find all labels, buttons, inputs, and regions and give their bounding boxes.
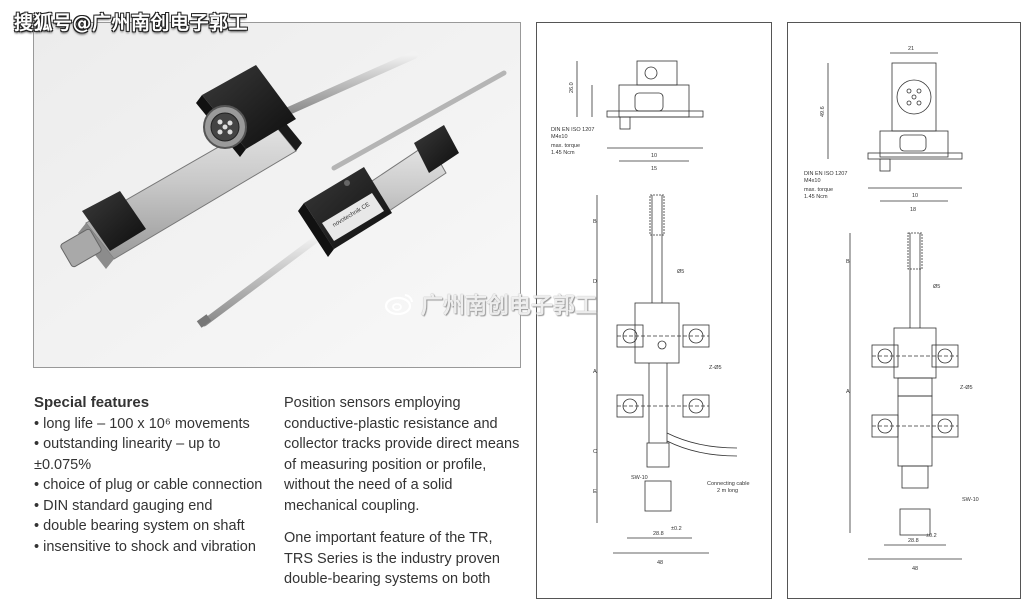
dim-d: D (593, 279, 597, 285)
features-list: long life – 100 x 10⁶ movements outstand… (34, 414, 279, 558)
torque-value: 1.45 Ncm (551, 150, 575, 156)
cable-length: 2 m long (717, 488, 738, 494)
feature-item: double bearing system on shaft (34, 516, 279, 537)
sensor-with-plug (60, 51, 418, 269)
dim-48: 48 (912, 566, 918, 572)
dim-18: 18 (910, 207, 916, 213)
feature-item: DIN standard gauging end (34, 496, 279, 517)
watermark-middle-text: 广州南创电子郭工 (421, 294, 598, 319)
dim-d5: Ø5 (933, 284, 940, 290)
cable-label: Connecting cable (707, 481, 750, 487)
dim-28: 28.8 (653, 531, 664, 537)
watermark-top: 搜狐号@广州南创电子郭工 (14, 12, 249, 34)
dim-a: A (593, 369, 597, 375)
drawing-plug-svg: 21 49.6 DIN EN ISO 1207 M4x10 max. torqu… (804, 46, 979, 572)
dim-28: 28.8 (908, 538, 919, 544)
dim-tol: ±0.2 (671, 526, 682, 532)
drawing-cable-svg: DIN EN ISO 1207 M4x10 max. torque 1.45 N… (551, 60, 750, 566)
dim-48: 48 (657, 560, 663, 566)
special-features: Special features long life – 100 x 10⁶ m… (34, 393, 279, 557)
feature-item: insensitive to shock and vibration (34, 537, 279, 558)
dim-tol: ±0.2 (926, 533, 937, 539)
torque-value: 1.45 Ncm (804, 194, 828, 200)
std-label: DIN EN ISO 1207 (804, 171, 847, 177)
dim-e: E (593, 489, 597, 495)
dim-15: 15 (651, 166, 657, 172)
dim-49: 49.6 (820, 106, 826, 117)
dim-z: Z-Ø5 (709, 365, 722, 371)
description: Position sensors employing conductive-pl… (284, 393, 524, 602)
feature-item: outstanding linearity – up to ±0.075% (34, 434, 279, 475)
std-label: DIN EN ISO 1207 (551, 127, 594, 133)
watermark-middle: 广州南创电子郭工 (385, 288, 597, 320)
dim-z: Z-Ø5 (960, 385, 973, 391)
technical-drawing-cable: DIN EN ISO 1207 M4x10 max. torque 1.45 N… (536, 22, 772, 599)
screw-label: M4x10 (551, 134, 568, 140)
product-photo: novotechnik CE (33, 22, 521, 368)
dim-d5: Ø5 (677, 269, 684, 275)
dim-10: 10 (651, 153, 657, 159)
dim-a: A (846, 389, 850, 395)
features-heading: Special features (34, 394, 150, 411)
weibo-logo-icon (385, 294, 413, 316)
sensor-illustration: novotechnik CE (34, 23, 520, 367)
description-paragraph-1: Position sensors employing conductive-pl… (284, 395, 520, 514)
dim-b: B (846, 259, 850, 265)
screw-label: M4x10 (804, 178, 821, 184)
torque-label: max. torque (804, 187, 833, 193)
feature-item: choice of plug or cable connection (34, 475, 279, 496)
sensor-with-cable: novotechnik CE (196, 70, 507, 328)
dim-c: C (593, 449, 597, 455)
technical-drawing-plug: 21 49.6 DIN EN ISO 1207 M4x10 max. torqu… (787, 22, 1021, 599)
dim-b: B (593, 219, 597, 225)
feature-item: long life – 100 x 10⁶ movements (34, 414, 279, 435)
dim-sw: SW-10 (962, 497, 979, 503)
dim-21: 21 (908, 46, 914, 52)
dim-26: 26.0 (569, 82, 575, 93)
dim-sw: SW-10 (631, 475, 648, 481)
dim-10: 10 (912, 193, 918, 199)
description-paragraph-2: One important feature of the TR, TRS Ser… (284, 530, 500, 587)
torque-label: max. torque (551, 143, 580, 149)
